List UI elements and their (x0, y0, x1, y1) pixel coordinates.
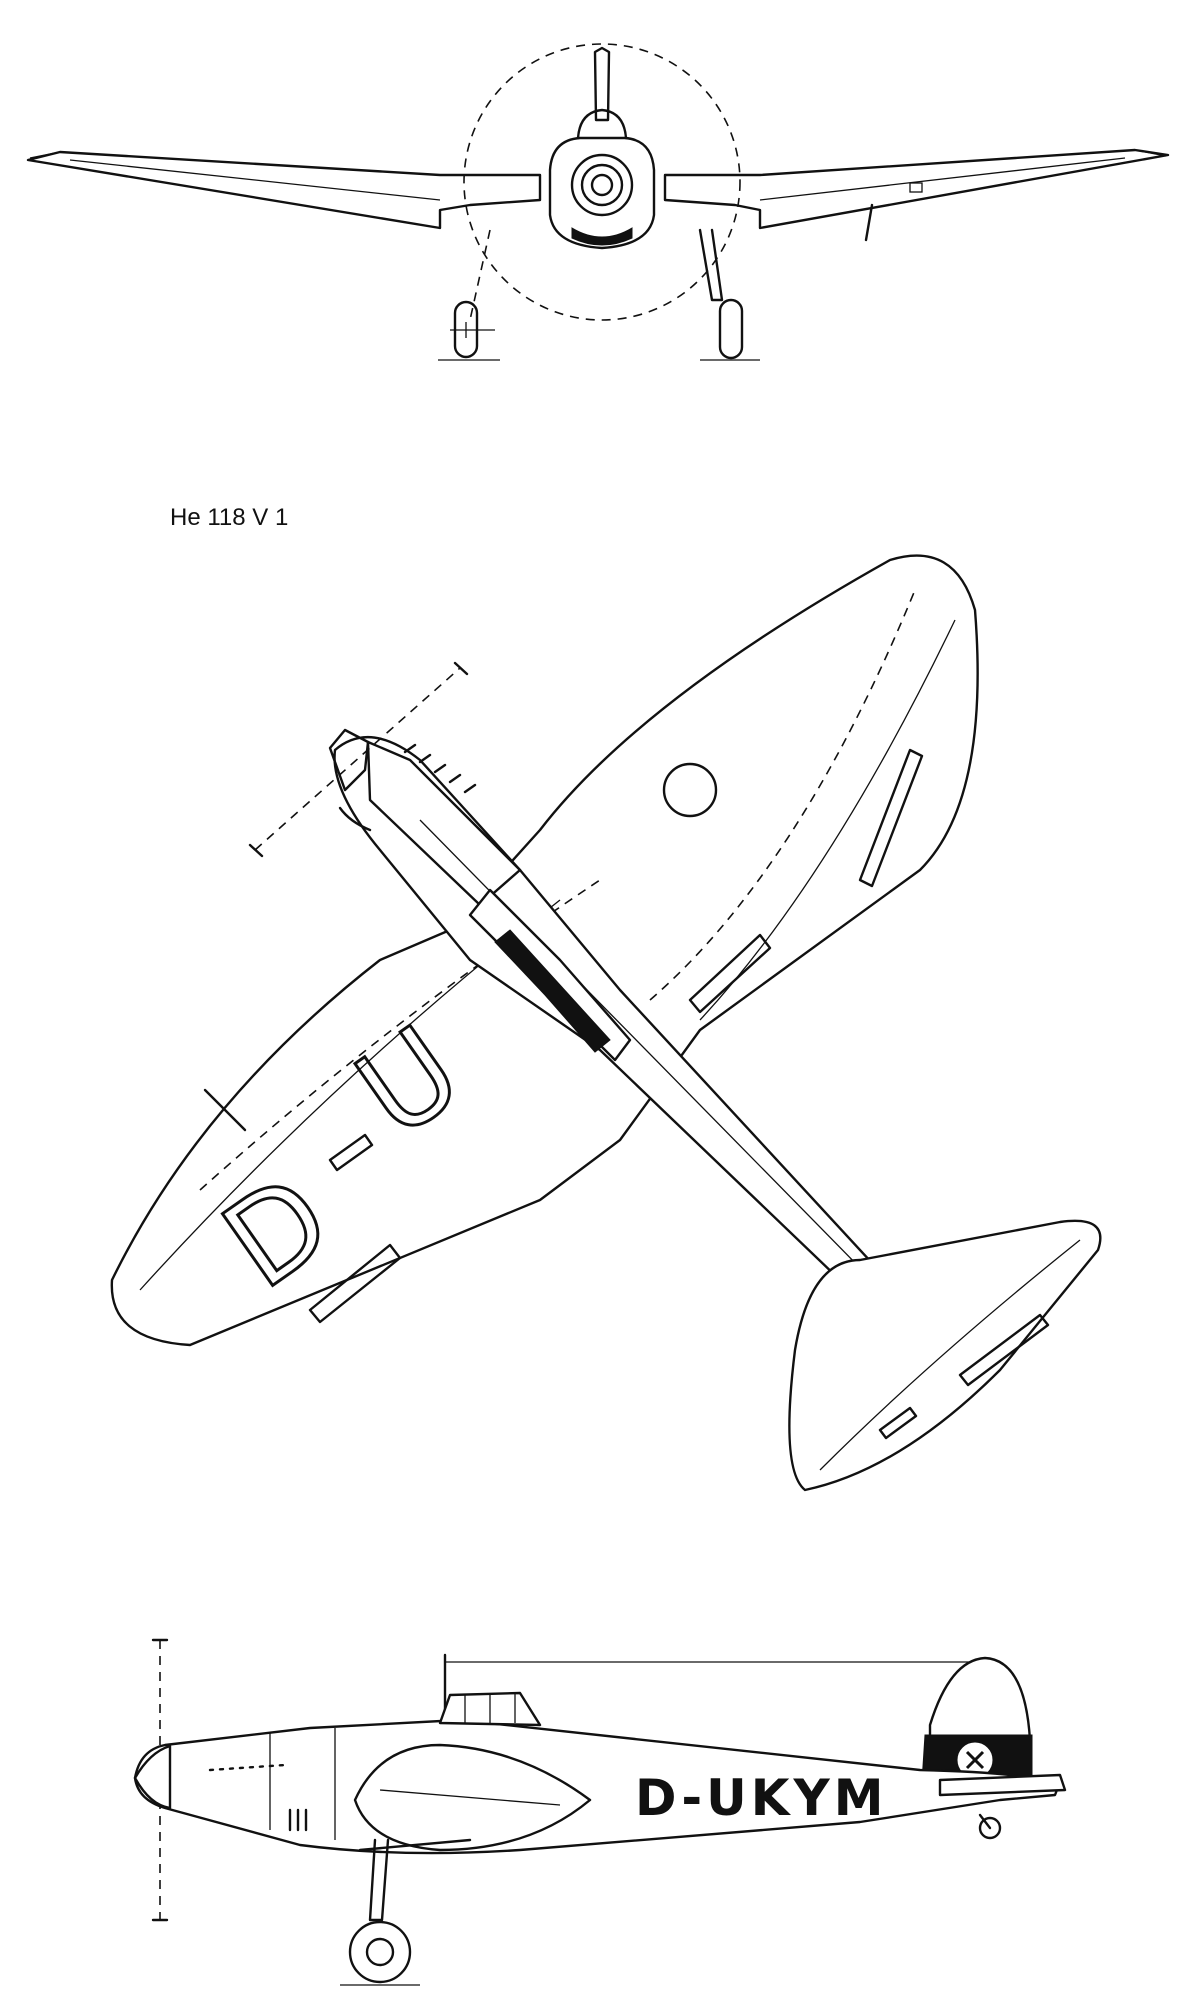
right-wing (663, 148, 1170, 230)
main-gear-strut (368, 1838, 390, 1922)
plan-view: D U (110, 554, 1102, 1492)
fuselage-side (133, 1718, 1062, 1855)
spinner-side (133, 1744, 172, 1810)
propeller-line (254, 667, 461, 851)
horizontal-stabilizer (938, 1773, 1067, 1797)
main-wheel (348, 1920, 412, 1984)
tail-wheel (978, 1816, 1002, 1840)
canopy (576, 108, 628, 140)
engine-cowling (366, 740, 522, 907)
drawing-caption: He 118 V 1 (170, 504, 289, 531)
spinner (328, 728, 370, 792)
propeller-blade (593, 46, 611, 122)
fuselage-front (548, 136, 656, 250)
fin-emblem (965, 1750, 985, 1770)
tailplane (788, 1219, 1102, 1492)
bubble (662, 762, 718, 818)
right-wheel (718, 298, 744, 360)
left-wing (26, 150, 542, 230)
propeller-arc (463, 43, 741, 321)
side-view: D-UKYM (133, 1638, 1067, 1986)
front-view (26, 43, 1170, 361)
fuselage-registration: D-UKYM (635, 1769, 888, 1827)
